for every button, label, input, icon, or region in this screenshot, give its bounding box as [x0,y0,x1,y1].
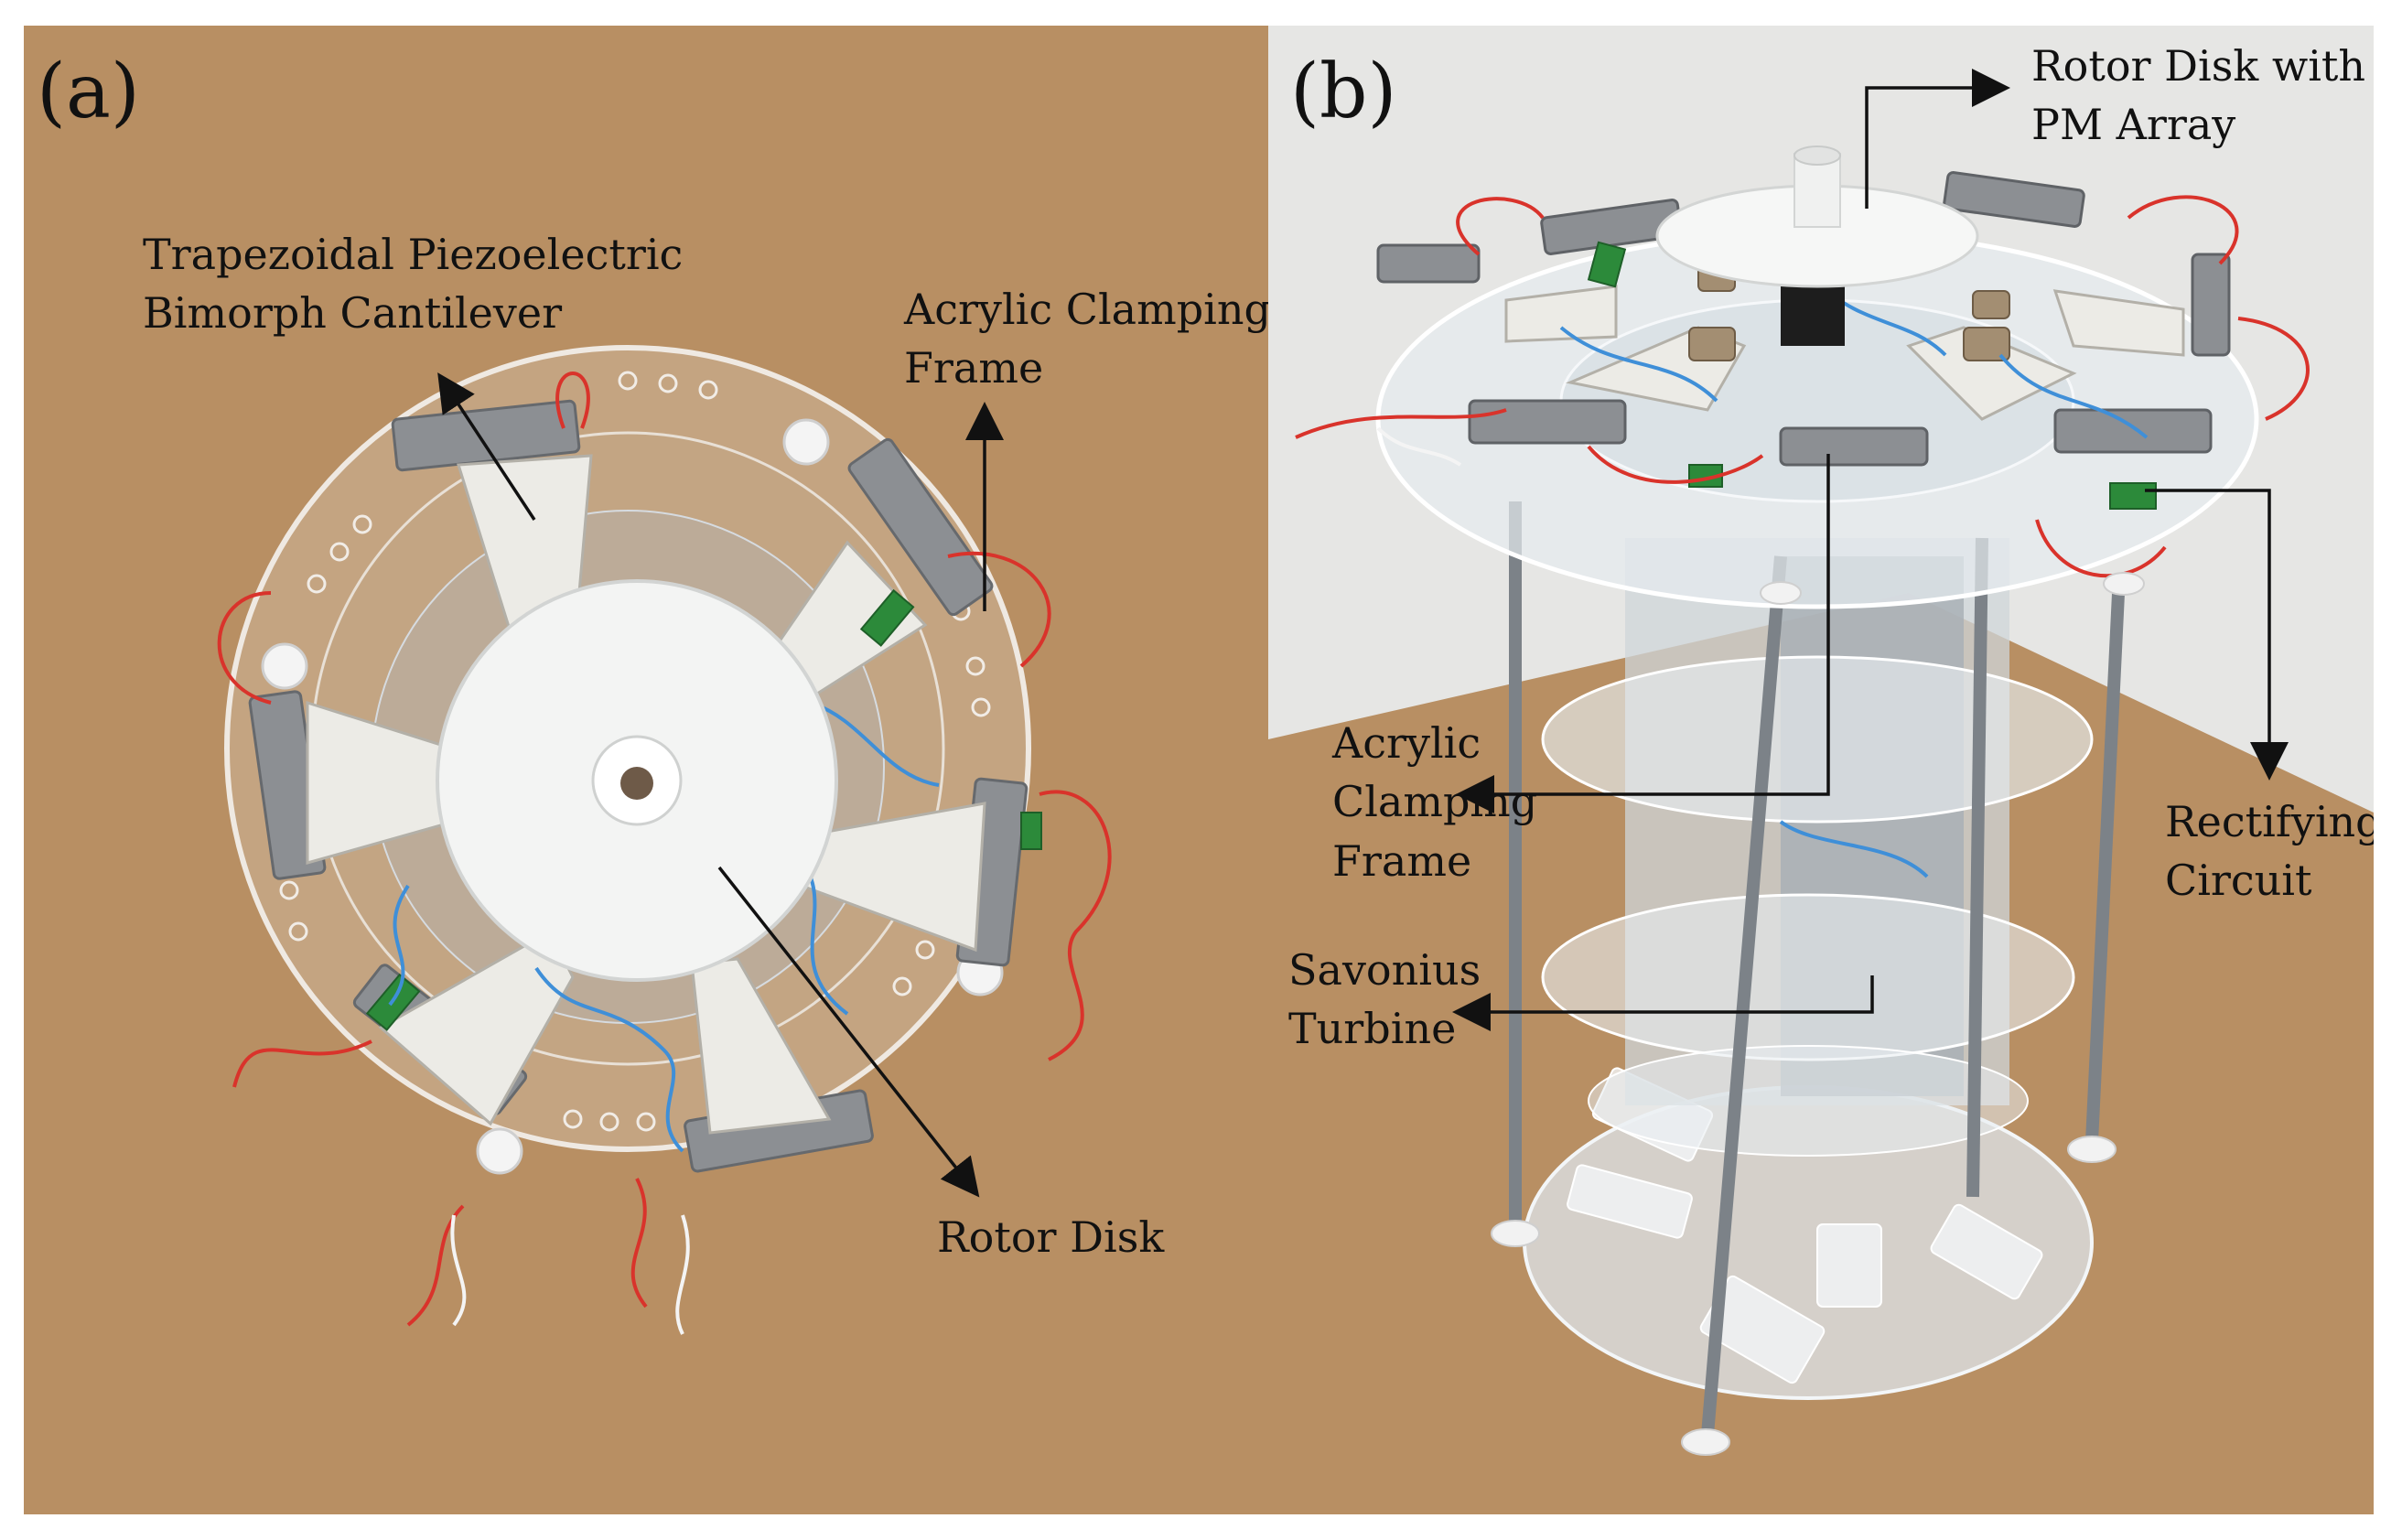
callout-rotor-pm-label: Rotor Disk with PM Array [2031,41,2366,150]
callout-turbine-label: Savonius Turbine [1288,945,1481,1054]
callout-frame-label-a: Acrylic Clamping Frame [904,285,1268,393]
top-clamp-bars [1376,171,2231,467]
rotor-hub-cap [1793,145,1841,166]
callout-cantilever-label: Trapezoidal Piezoelectric Bimorph Cantil… [143,230,684,339]
turbine-disc-bottom [1588,1045,2029,1157]
panel-b-label: (b) [1290,48,1397,135]
panel-a-label: (a) [37,48,140,135]
callout-rotor-label: Rotor Disk [937,1212,1165,1262]
turbine-disc-lower [1541,893,2075,1061]
rotor-shaft-hole [620,767,653,800]
panel-b-photo: (b) Rotor Disk with PM Array Acrylic Cla… [1268,26,2374,1514]
turbine-disc-upper [1541,655,2094,824]
callout-frame-label-b: Acrylic Clamping Frame [1332,718,1538,886]
panel-a-photo: (a) Trapezoidal Piezoelectric Bimorph Ca… [24,26,1268,1514]
harvester-side-view-illustration [1268,145,2374,1514]
callout-rectifier-label: Rectifying Circuit [2165,797,2374,906]
